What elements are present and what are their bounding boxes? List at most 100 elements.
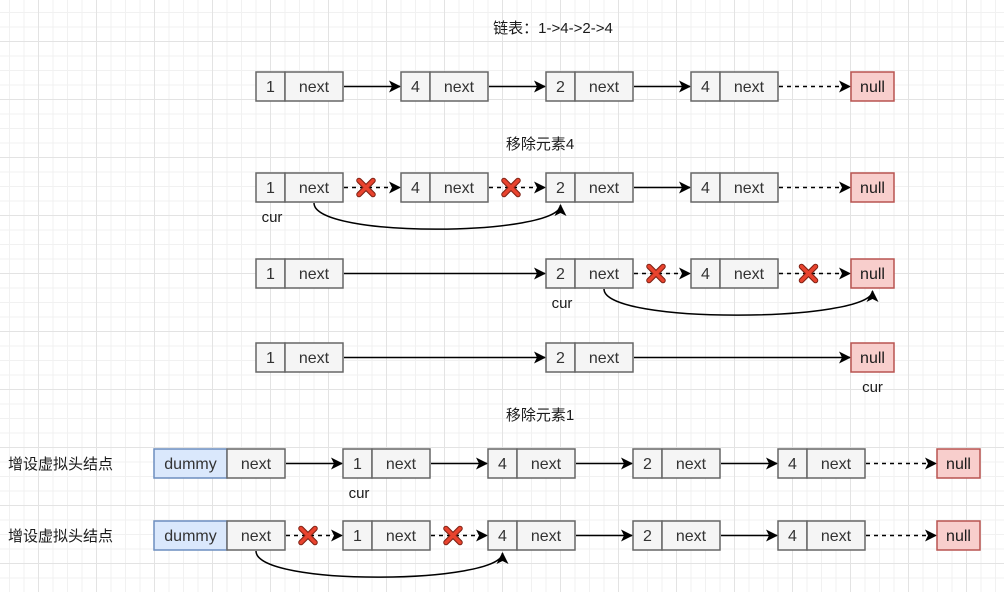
cross-icon xyxy=(501,177,521,198)
list-node: 4 next xyxy=(400,71,489,102)
next-cell xyxy=(661,448,721,479)
cross-icon xyxy=(443,525,463,546)
value-cell xyxy=(342,520,373,551)
list-node: 2 next xyxy=(632,520,721,551)
null-node: null xyxy=(850,258,895,289)
null-label: null xyxy=(860,266,885,283)
value-cell xyxy=(545,342,576,373)
next-label: next xyxy=(734,266,765,283)
node-value: 1 xyxy=(266,266,275,283)
null-node: null xyxy=(936,520,981,551)
value-cell xyxy=(255,172,286,203)
node-value: 2 xyxy=(643,528,652,545)
null-node: null xyxy=(850,71,895,102)
node-value: dummy xyxy=(164,456,216,473)
next-cell xyxy=(371,520,431,551)
node-value: 1 xyxy=(266,79,275,96)
value-cell xyxy=(777,520,808,551)
next-label: next xyxy=(589,266,620,283)
next-cell xyxy=(661,520,721,551)
value-cell xyxy=(400,71,431,102)
next-cell xyxy=(226,448,286,479)
section-title: 移除元素4 xyxy=(506,136,574,153)
next-label: next xyxy=(589,79,620,96)
next-cell xyxy=(574,342,634,373)
next-label: next xyxy=(299,79,330,96)
null-node: null xyxy=(850,342,895,373)
next-cell xyxy=(429,71,489,102)
list-node: 1 next xyxy=(255,258,344,289)
node-value: 2 xyxy=(556,350,565,367)
next-label: next xyxy=(299,266,330,283)
section-title: 移除元素1 xyxy=(506,407,574,424)
list-node: 1 next xyxy=(255,71,344,102)
cur-pointer-label: cur xyxy=(552,295,573,312)
null-box xyxy=(936,448,981,479)
next-label: next xyxy=(444,79,475,96)
node-value: 4 xyxy=(411,79,420,96)
list-node: 2 next xyxy=(545,258,634,289)
list-node: 2 next xyxy=(545,342,634,373)
dummy-node: dummy next xyxy=(153,520,286,551)
next-cell xyxy=(371,448,431,479)
value-cell xyxy=(153,448,228,479)
null-box xyxy=(850,258,895,289)
list-node: 4 next xyxy=(487,448,576,479)
cross-icon xyxy=(798,263,819,284)
next-label: next xyxy=(821,456,852,473)
value-cell xyxy=(545,172,576,203)
dummy-head-label: 增设虚拟头结点 xyxy=(8,456,113,473)
node-value: 1 xyxy=(353,528,362,545)
value-cell xyxy=(632,448,663,479)
next-cell xyxy=(574,172,634,203)
next-cell xyxy=(516,520,576,551)
node-value: 1 xyxy=(266,350,275,367)
row-remove-4-result: 1 next 2 next null xyxy=(255,342,895,373)
list-node: 4 next xyxy=(690,258,779,289)
null-label: null xyxy=(860,79,885,96)
next-label: next xyxy=(589,350,620,367)
node-value: 2 xyxy=(556,180,565,197)
value-cell xyxy=(545,258,576,289)
next-label: next xyxy=(241,528,272,545)
node-value: 4 xyxy=(701,79,710,96)
next-label: next xyxy=(531,456,562,473)
next-cell xyxy=(429,172,489,203)
next-cell xyxy=(516,448,576,479)
value-cell xyxy=(690,71,721,102)
next-cell xyxy=(284,342,344,373)
list-node: 2 next xyxy=(545,71,634,102)
list-node: 1 next xyxy=(255,342,344,373)
value-cell xyxy=(153,520,228,551)
next-label: next xyxy=(734,180,765,197)
bypass-arrow xyxy=(255,550,509,578)
value-cell xyxy=(255,71,286,102)
node-value: 2 xyxy=(556,266,565,283)
next-label: next xyxy=(299,350,330,367)
next-cell xyxy=(719,71,779,102)
cur-pointer-label: cur xyxy=(862,379,883,396)
list-node: 1 next xyxy=(342,520,431,551)
null-box xyxy=(936,520,981,551)
next-cell xyxy=(719,258,779,289)
next-label: next xyxy=(676,528,707,545)
node-value: 4 xyxy=(498,456,507,473)
value-cell xyxy=(632,520,663,551)
node-value: dummy xyxy=(164,528,216,545)
next-cell xyxy=(574,258,634,289)
node-value: 4 xyxy=(701,266,710,283)
next-label: next xyxy=(386,528,417,545)
node-value: 2 xyxy=(556,79,565,96)
